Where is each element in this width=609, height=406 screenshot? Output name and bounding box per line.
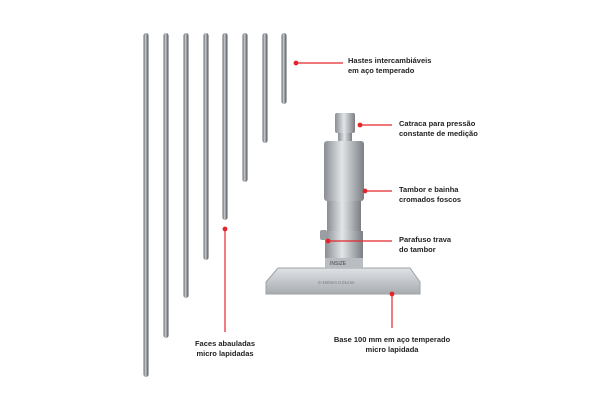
range-marking: 0-150mm 0.01mm: [318, 280, 355, 285]
rod: [262, 33, 268, 143]
callout-text: micro lapidadas: [196, 349, 254, 358]
rod: [222, 33, 228, 220]
rod: [143, 33, 149, 377]
rod: [183, 33, 189, 298]
callout-text: Parafuso trava: [399, 235, 452, 244]
sleeve: [327, 201, 361, 231]
callout-text: Catraca para pressão: [399, 119, 476, 128]
callout-text: do tambor: [399, 245, 436, 254]
lock-screw: [320, 230, 327, 240]
rod: [281, 33, 287, 104]
callout-text: em aço temperado: [348, 66, 415, 75]
rod: [242, 33, 248, 182]
thimble: [324, 141, 364, 201]
callout-text: Base 100 mm em aço temperado: [333, 335, 451, 344]
interchangeable-rods: [143, 33, 287, 377]
base-plate: [265, 267, 421, 295]
callout-text: Hastes intercambiáveis: [348, 56, 432, 65]
callout-text: constante de medição: [399, 129, 478, 138]
callout-text: cromados foscos: [399, 195, 462, 204]
rod: [163, 33, 169, 338]
rod: [203, 33, 209, 260]
callout-lines: [222, 60, 395, 332]
callout-text: Tambor e bainha: [399, 185, 459, 194]
brand-marking: INSIZE: [330, 261, 347, 267]
callout-text: micro lapidada: [365, 345, 419, 354]
ratchet-cap: [335, 113, 355, 133]
callout-text: Faces abauladas: [194, 339, 256, 348]
micrometer-head: [265, 113, 421, 295]
